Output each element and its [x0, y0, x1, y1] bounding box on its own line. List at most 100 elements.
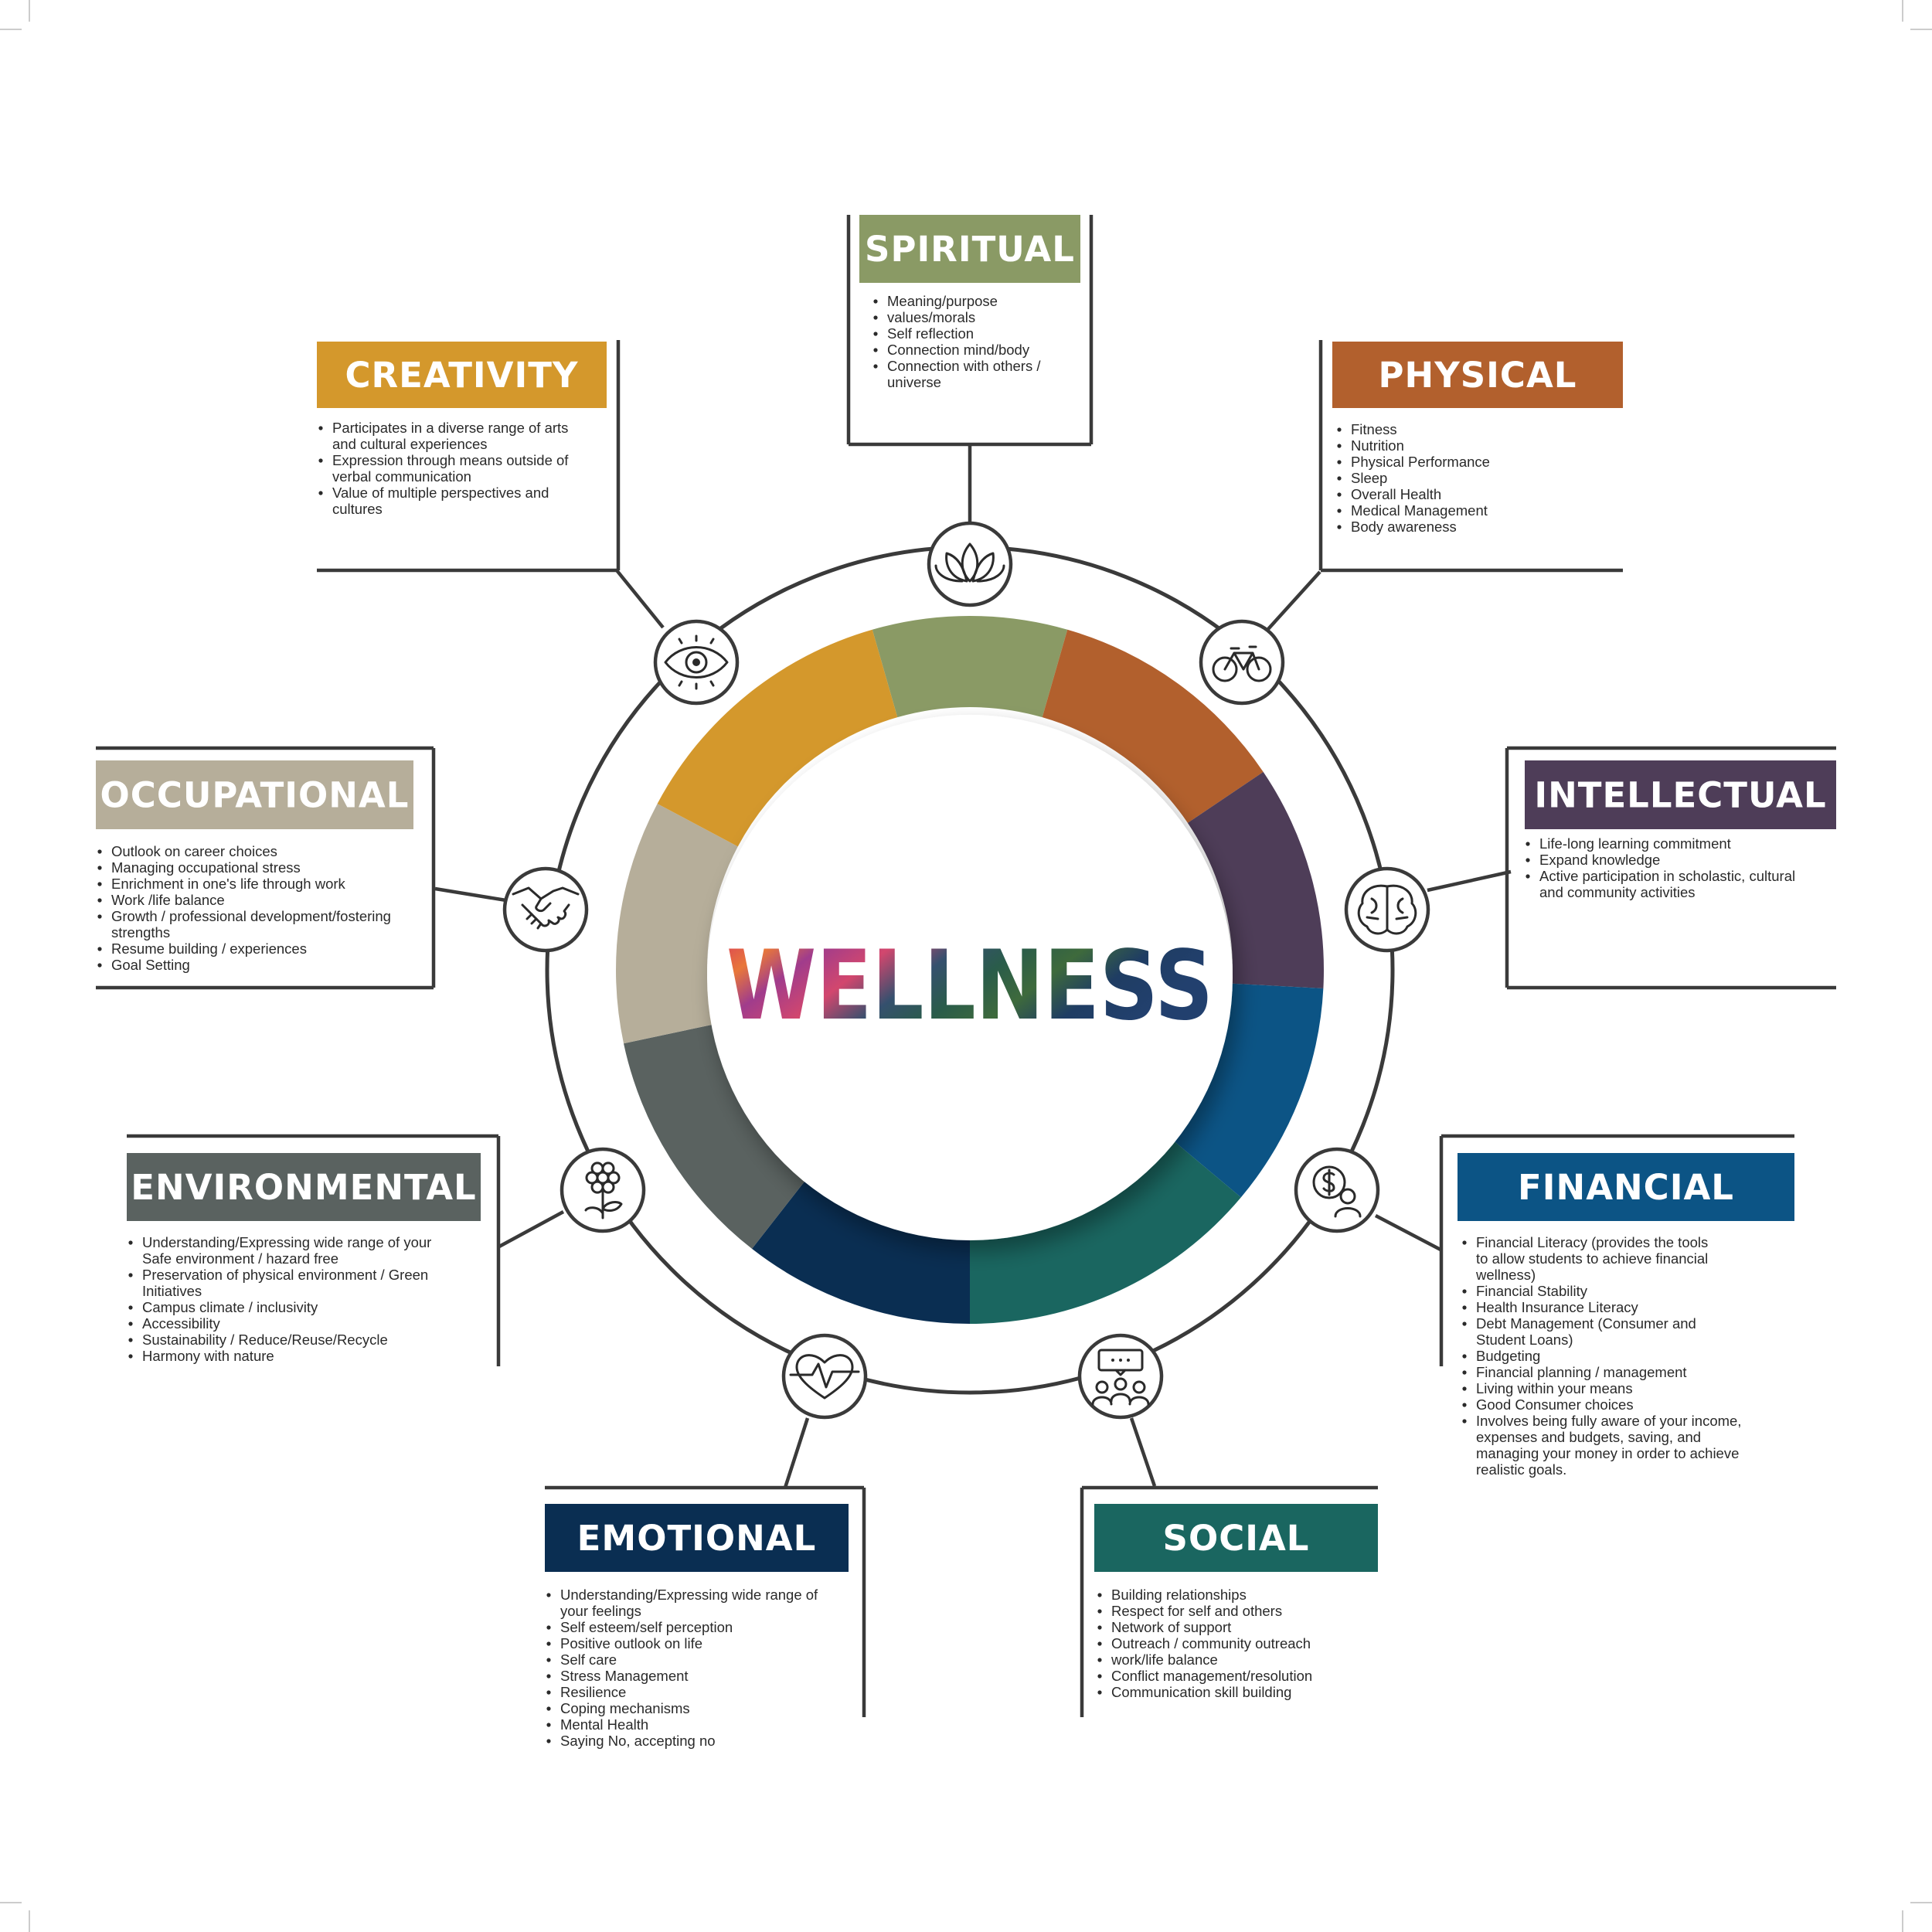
list-item: Life-long learning commitment — [1526, 835, 1731, 852]
list-item-text: Financial Stability — [1476, 1283, 1588, 1299]
donut-segment-environmental — [624, 1024, 808, 1249]
bullet-dot — [1462, 1305, 1467, 1310]
center-disc — [707, 715, 1233, 1240]
list-item-text: realistic goals. — [1476, 1461, 1566, 1478]
bullet-dot — [97, 947, 102, 951]
list-item: Financial Stability — [1462, 1283, 1588, 1299]
list-item: Campus climate / inclusivity — [128, 1299, 318, 1315]
card-title-financial: FINANCIAL — [1518, 1167, 1734, 1208]
list-item-text: Fitness — [1351, 421, 1397, 437]
bullet-dot — [97, 914, 102, 919]
card-header-occupational — [96, 760, 413, 829]
list-item: Respect for self and others — [1097, 1603, 1282, 1619]
list-item: Value of multiple perspectives andcultur… — [318, 485, 549, 517]
list-item: Physical Performance — [1337, 454, 1490, 470]
bullet-dot — [546, 1658, 551, 1662]
lotus-icon — [927, 521, 1013, 607]
donut-segment-social — [970, 1138, 1241, 1324]
bullet-dot — [873, 364, 878, 369]
handshake-icon — [502, 866, 589, 953]
list-item: Accessibility — [128, 1315, 220, 1332]
list-item-text: Growth / professional development/foster… — [111, 908, 391, 924]
card-header-intellectual — [1525, 760, 1836, 829]
list-item: Coping mechanisms — [546, 1700, 690, 1716]
bullet-dot — [1526, 874, 1530, 879]
donut-segment-emotional — [752, 1176, 970, 1324]
list-item-text: your feelings — [560, 1603, 641, 1619]
list-item: Goal Setting — [97, 957, 190, 973]
bullet-dot — [97, 882, 102, 886]
card-header-spiritual — [859, 215, 1080, 283]
bullet-dot — [546, 1593, 551, 1597]
bullet-dot — [873, 348, 878, 352]
bullet-dot — [1462, 1419, 1467, 1423]
bullet-dot — [1097, 1674, 1102, 1679]
list-item: Health Insurance Literacy — [1462, 1299, 1639, 1315]
bullet-dot — [1462, 1289, 1467, 1294]
bullet-dot — [1526, 858, 1530, 862]
bullet-dot — [1337, 492, 1342, 497]
list-item-text: Sustainability / Reduce/Reuse/Recycle — [142, 1332, 388, 1348]
list-item-text: Enrichment in one's life through work — [111, 876, 346, 892]
bullet-dot — [546, 1706, 551, 1711]
list-item: Nutrition — [1337, 437, 1404, 454]
bullet-dot — [128, 1338, 133, 1342]
list-item-text: Goal Setting — [111, 957, 190, 973]
connector-line — [434, 886, 512, 903]
bullet-dot — [1462, 1370, 1467, 1375]
list-item-text: cultures — [332, 501, 383, 517]
card-title-creativity: CREATIVITY — [345, 355, 578, 396]
list-item-text: Budgeting — [1476, 1348, 1540, 1364]
list-item: Building relationships — [1097, 1587, 1247, 1603]
card-title-occupational: OCCUPATIONAL — [100, 775, 410, 816]
list-item-text: Life-long learning commitment — [1539, 835, 1731, 852]
list-item-text: Building relationships — [1111, 1587, 1247, 1603]
bullet-dot — [128, 1321, 133, 1326]
list-item: Work /life balance — [97, 892, 225, 908]
connector-line — [783, 1417, 810, 1488]
bullet-dot — [1097, 1658, 1102, 1662]
list-item-text: Good Consumer choices — [1476, 1396, 1634, 1413]
list-item: Fitness — [1337, 421, 1397, 437]
bullet-dot — [873, 315, 878, 320]
list-item-text: Mental Health — [560, 1716, 648, 1733]
list-item-text: Connection with others / — [887, 358, 1041, 374]
bullet-dot — [318, 491, 323, 495]
connector-line — [615, 569, 665, 629]
list-item-text: Self care — [560, 1651, 617, 1668]
bullet-dot — [1337, 444, 1342, 448]
list-item: Sleep — [1337, 470, 1387, 486]
bullet-dot — [1097, 1641, 1102, 1646]
list-item: Meaning/purpose — [873, 293, 998, 309]
list-item: Resume building / experiences — [97, 940, 307, 957]
list-item: Outlook on career choices — [97, 843, 277, 859]
list-item-text: managing your money in order to achieve — [1476, 1445, 1739, 1461]
dimension-cards: SPIRITUALMeaning/purposevalues/moralsSel… — [96, 215, 1836, 1749]
list-item-text: Understanding/Expressing wide range of y… — [142, 1234, 431, 1250]
bullet-dot — [1462, 1354, 1467, 1359]
card-spiritual: SPIRITUALMeaning/purposevalues/moralsSel… — [846, 215, 1094, 447]
list-item-text: Understanding/Expressing wide range of — [560, 1587, 818, 1603]
bullet-dot — [546, 1625, 551, 1630]
bullet-dot — [546, 1690, 551, 1695]
bullet-dot — [1337, 476, 1342, 481]
card-title-physical: PHYSICAL — [1379, 355, 1577, 396]
list-item-text: Physical Performance — [1351, 454, 1490, 470]
list-item: Understanding/Expressing wide range ofyo… — [546, 1587, 818, 1619]
list-item-text: Resilience — [560, 1684, 626, 1700]
icon-circles — [502, 521, 1430, 1420]
list-item-text: universe — [887, 374, 941, 390]
card-header-environmental — [127, 1153, 481, 1221]
list-item-text: Self esteem/self perception — [560, 1619, 733, 1635]
list-item: Self esteem/self perception — [546, 1619, 733, 1635]
list-item-text: Expand knowledge — [1539, 852, 1660, 868]
list-item-text: Sleep — [1351, 470, 1387, 486]
list-item: Living within your means — [1462, 1380, 1633, 1396]
connector-lines — [434, 444, 1512, 1488]
center-title: WELLNESS — [726, 930, 1213, 1042]
